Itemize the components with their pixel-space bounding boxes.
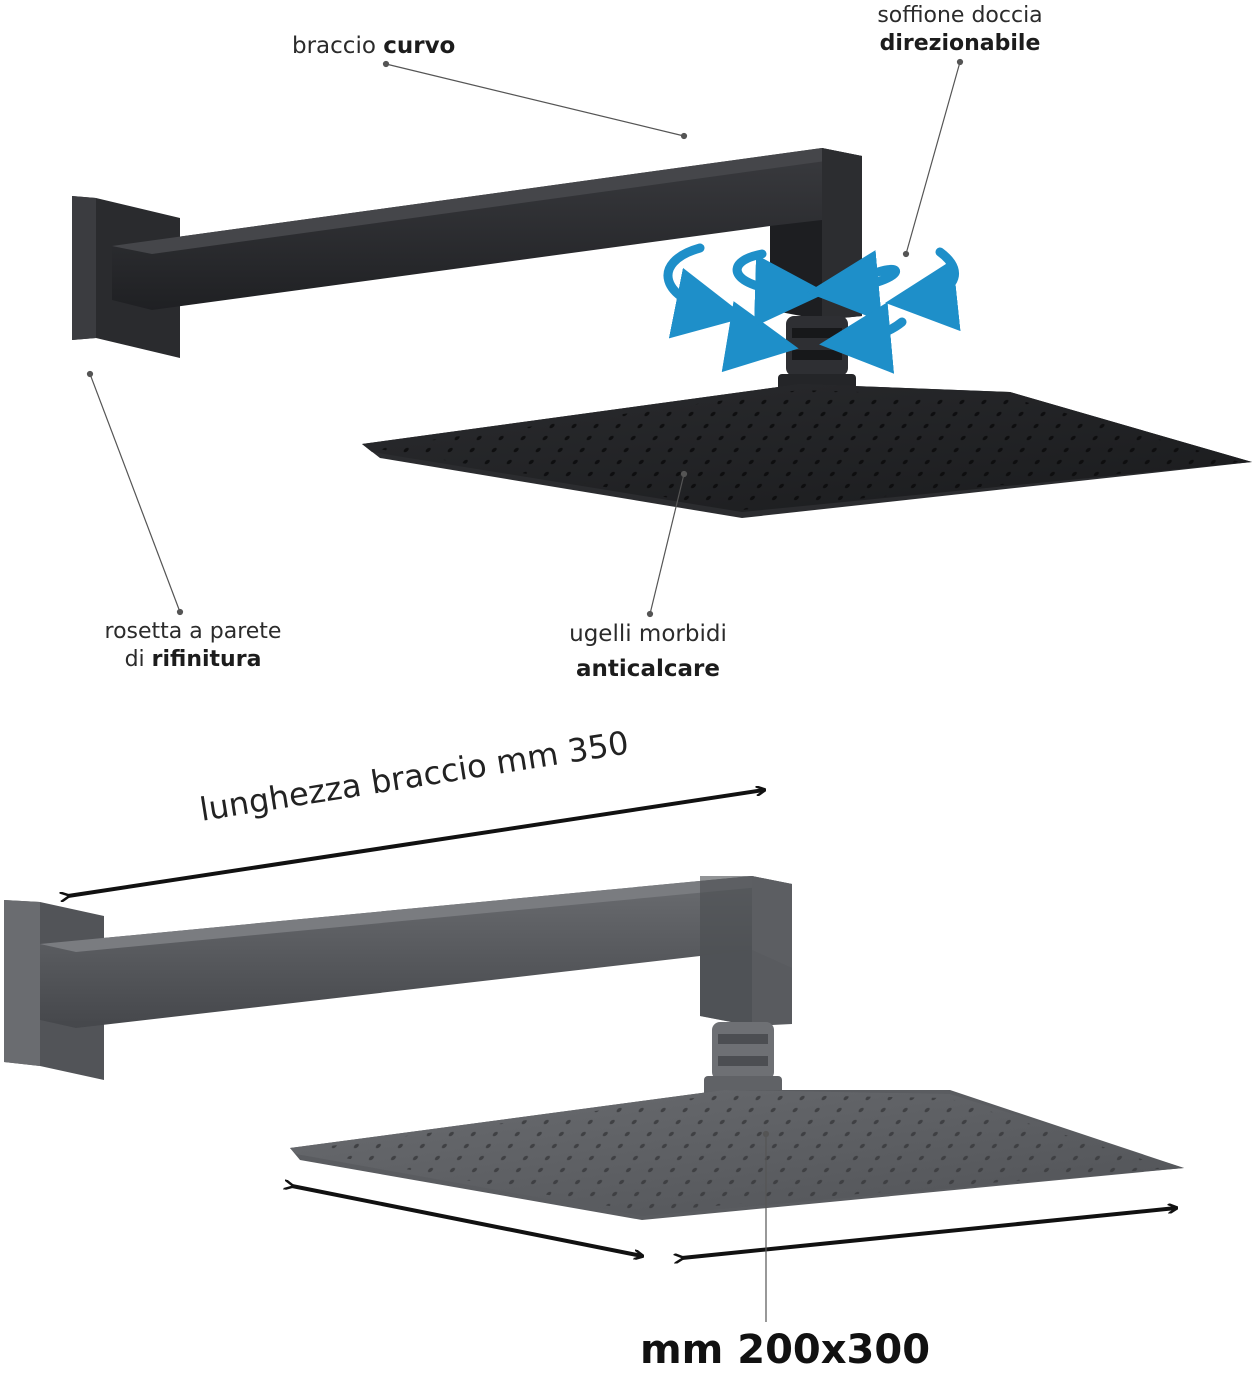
arm-label-normal: braccio (292, 33, 384, 59)
bottom-product (4, 876, 1184, 1220)
head-label-line1: soffione doccia (877, 3, 1043, 28)
head-label-bold: direzionabile (879, 30, 1041, 56)
arm-length-arrow (68, 790, 764, 896)
dimension-arrows (68, 790, 1176, 1258)
size-leader-line (762, 1130, 770, 1322)
nozzles-label-bold: anticalcare (576, 655, 720, 682)
shower-arm (112, 148, 862, 310)
head-width-arrow (292, 1186, 642, 1256)
head-size-label: mm 200x300 (639, 1327, 931, 1373)
rosette-label-line1: rosetta a parete (104, 619, 282, 644)
top-product (72, 148, 1252, 518)
rosette-label-normal: di (124, 646, 152, 672)
nozzles-label: ugelli morbidi anticalcare (528, 620, 768, 684)
arm-label-bold: curvo (383, 33, 456, 59)
rotation-arrows-icon (663, 243, 961, 374)
head-depth-arrow (682, 1208, 1176, 1258)
ball-joint (786, 316, 848, 376)
rosette-label: rosetta a parete di rifinitura (78, 618, 308, 673)
ball-joint (712, 1022, 774, 1080)
shower-arm (40, 876, 792, 1028)
leader-lines (86, 58, 964, 618)
head-label: soffione doccia direzionabile (840, 2, 1080, 57)
rosette-label-bold: rifinitura (151, 646, 262, 672)
nozzles-label-line1: ugelli morbidi (569, 621, 727, 647)
arm-label: braccio curvo (292, 32, 455, 61)
